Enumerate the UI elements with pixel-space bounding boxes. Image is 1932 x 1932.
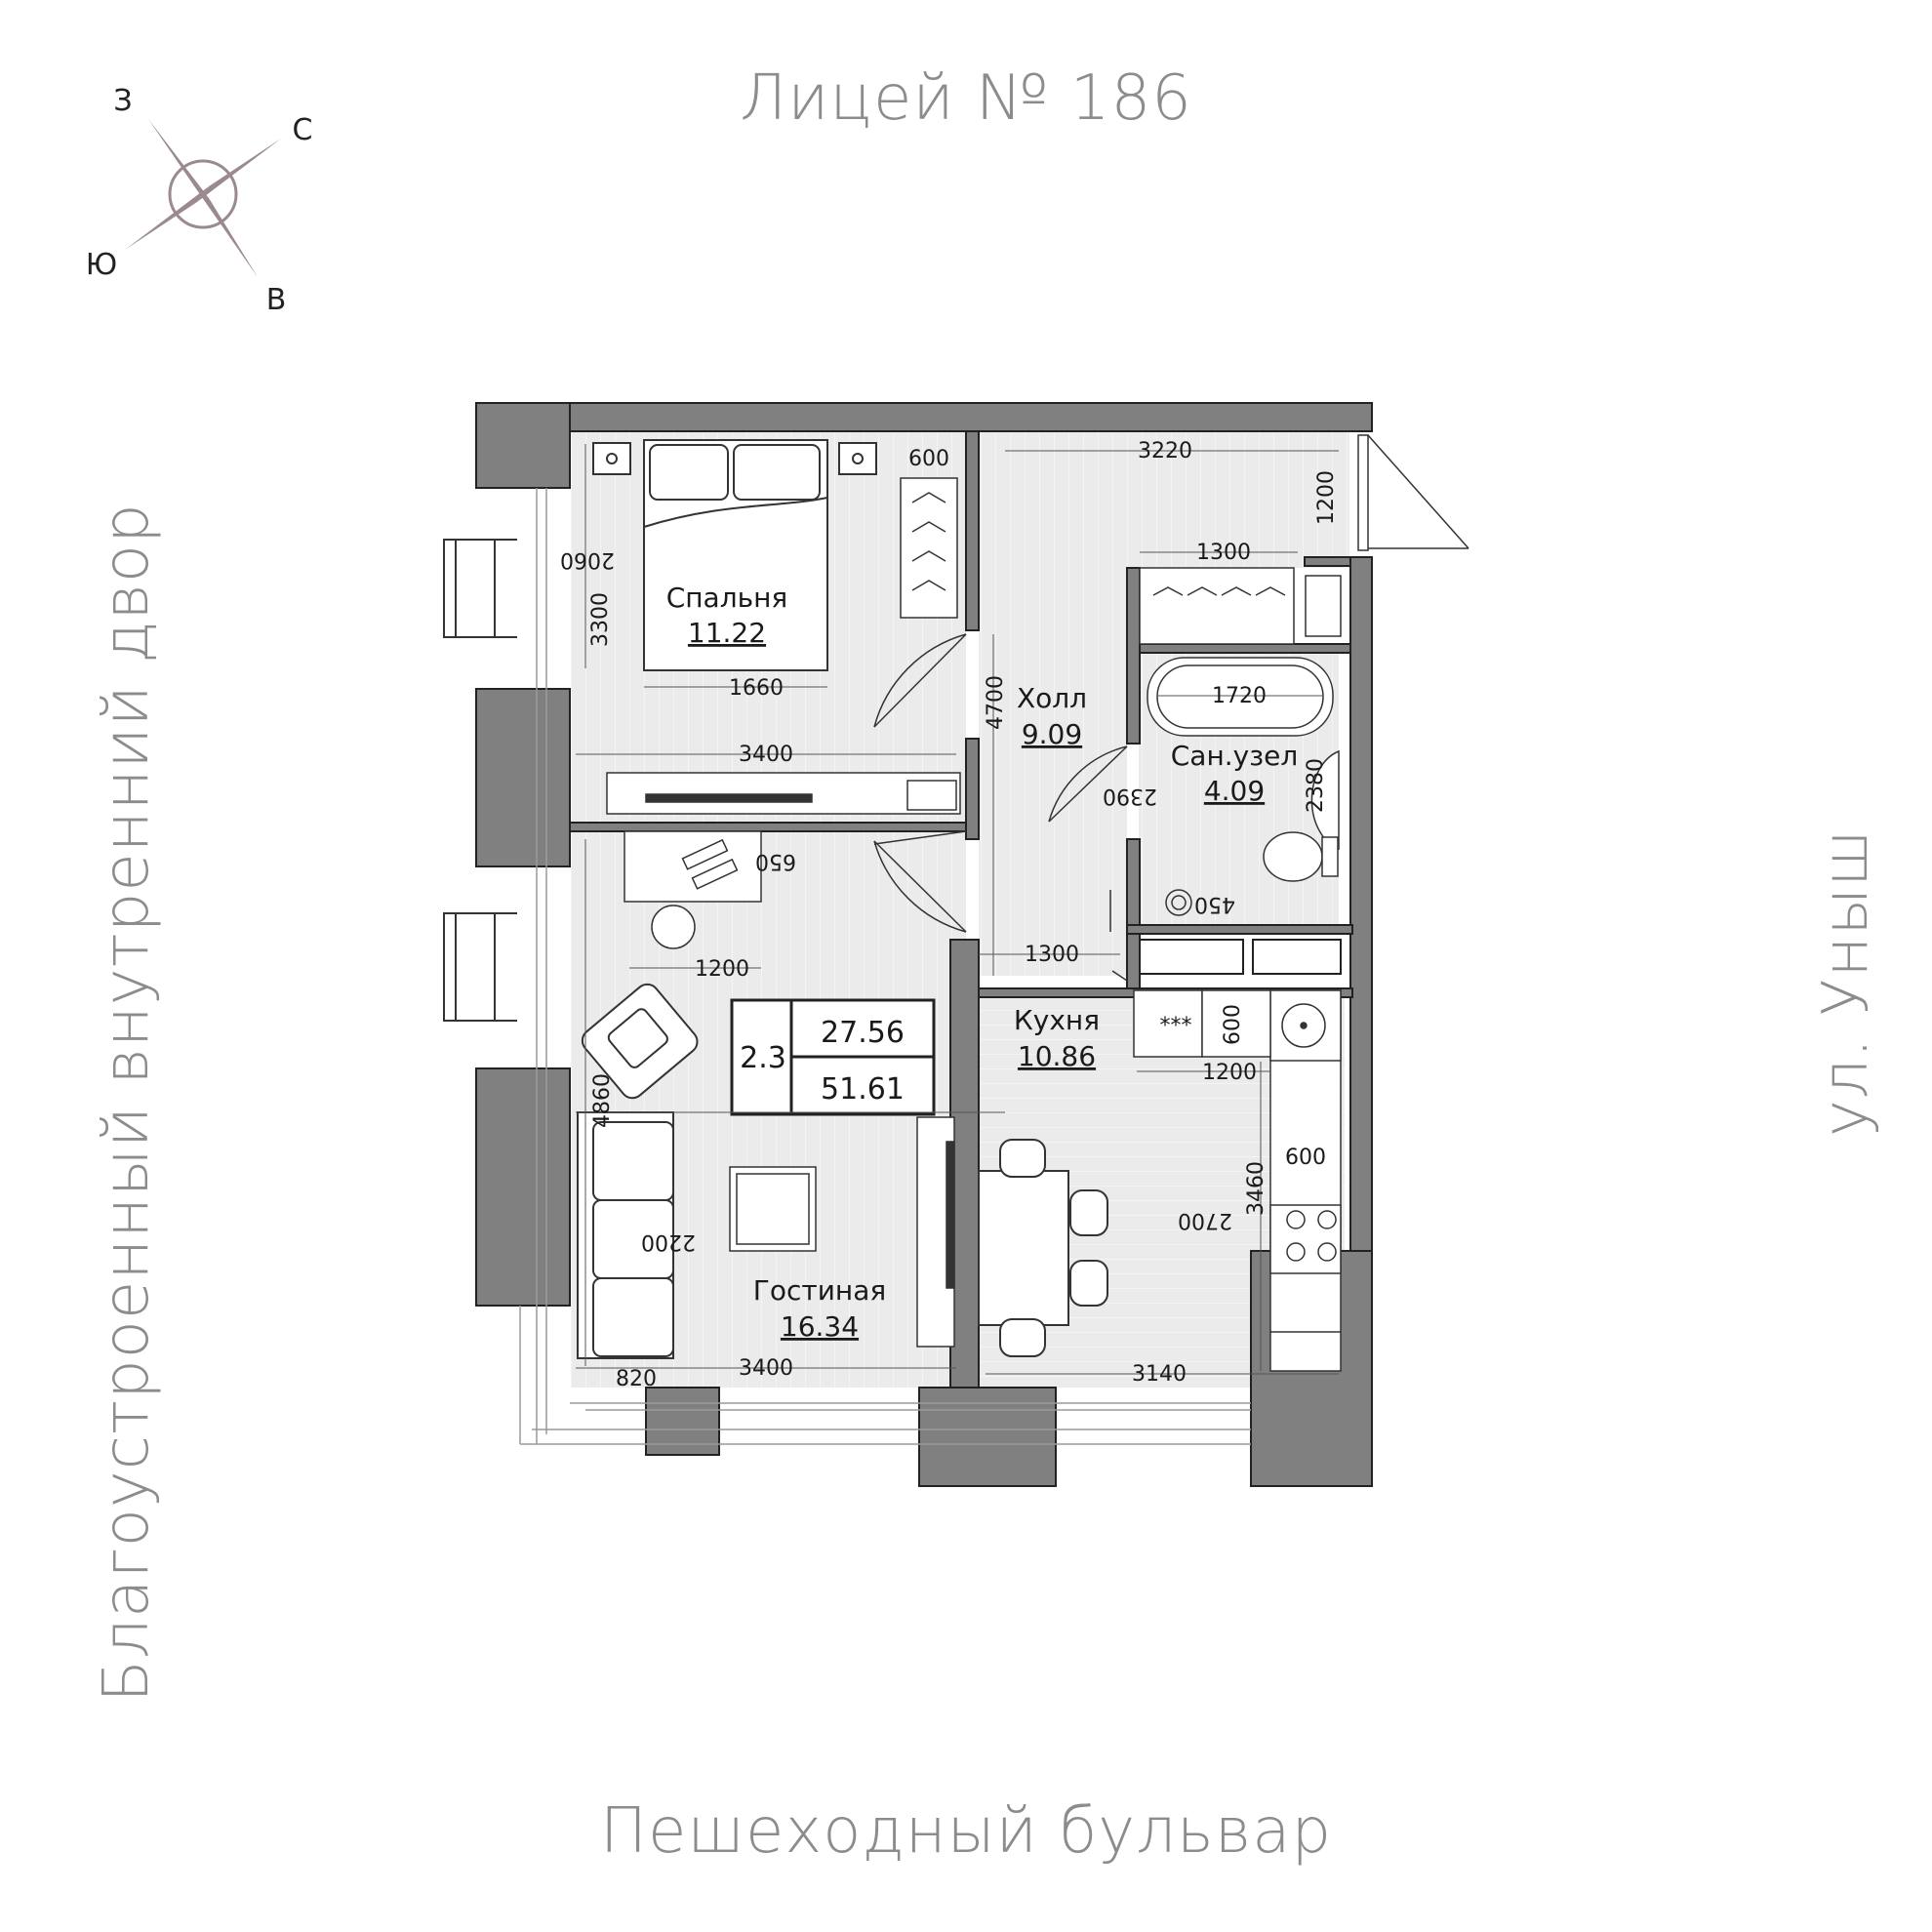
bed — [592, 439, 877, 671]
total-area-value: 51.61 — [821, 1072, 905, 1107]
hall-wardrobe — [1139, 567, 1342, 645]
dim-600-kitchen-top: 600 — [1221, 1004, 1245, 1045]
compass-icon: З С Ю В — [86, 84, 313, 317]
dim-1720: 1720 — [1212, 684, 1267, 708]
dining-table — [978, 1139, 1108, 1357]
dimension-lines — [576, 444, 1339, 1375]
dim-1200-living: 1200 — [695, 957, 749, 982]
dim-820: 820 — [616, 1367, 657, 1391]
armchair — [581, 983, 699, 1100]
dim-650: 650 — [755, 849, 796, 873]
kitchen-sink — [1281, 1003, 1326, 1048]
compass-west-label: З — [113, 84, 132, 118]
sofa — [577, 1111, 674, 1359]
balcony-door — [1357, 434, 1469, 551]
dim-4860: 4860 — [590, 1073, 615, 1128]
coffee-table — [729, 1166, 817, 1252]
dimension-labels: 600 3220 1300 1660 3400 1720 1300 1200 1… — [560, 439, 1339, 1391]
dim-2390: 2390 — [1103, 784, 1157, 808]
room-labels: Спальня 11.22 Холл 9.09 Сан.узел 4.09 Ку… — [666, 582, 1299, 1343]
dim-2380: 2380 — [1304, 758, 1328, 813]
dim-3300: 3300 — [588, 592, 613, 647]
bathtub — [1147, 657, 1334, 737]
desk — [624, 830, 762, 949]
balcony-frames — [519, 488, 1251, 1445]
dim-1300-hall: 1300 — [1025, 943, 1079, 967]
dim-3460: 3460 — [1244, 1161, 1268, 1216]
room-name-bathroom: Сан.узел — [1171, 740, 1299, 772]
compass-south-label: Ю — [86, 248, 117, 282]
dim-1660: 1660 — [729, 676, 784, 701]
stove-dots: *** — [1160, 1014, 1192, 1038]
room-name-hall: Холл — [1017, 682, 1087, 714]
floor-drain — [1165, 889, 1192, 916]
dim-3140: 3140 — [1132, 1362, 1187, 1387]
stove — [1286, 1210, 1337, 1262]
doors — [873, 633, 1128, 982]
street-label-bottom: Пешеходный бульвар — [599, 1795, 1333, 1868]
room-name-living: Гостиная — [753, 1274, 886, 1307]
dim-2200: 2200 — [641, 1229, 696, 1254]
dim-1200-kitchen: 1200 — [1202, 1061, 1257, 1085]
dim-600-wardrobe: 600 — [908, 447, 949, 471]
apartment-summary — [730, 998, 936, 1116]
street-label-top: Лицей № 186 — [740, 62, 1192, 135]
tv-console — [606, 772, 961, 815]
toilet — [1263, 831, 1339, 882]
dim-3400-living: 3400 — [739, 1356, 793, 1381]
tv-stand — [916, 1116, 955, 1348]
room-area-hall: 9.09 — [1022, 718, 1082, 750]
compass-north-label: С — [293, 113, 313, 147]
apartment-number: 2.3 — [740, 1041, 786, 1075]
room-area-living: 16.34 — [781, 1310, 859, 1343]
dim-3220: 3220 — [1138, 439, 1192, 463]
balcony-chair — [443, 539, 517, 1022]
room-name-kitchen: Кухня — [1014, 1004, 1100, 1036]
living-area-value: 27.56 — [821, 1016, 905, 1050]
dim-2060: 2060 — [560, 547, 615, 572]
dim-450: 450 — [1194, 892, 1235, 916]
dim-4700: 4700 — [984, 675, 1008, 730]
dim-1200-balcony: 1200 — [1314, 470, 1339, 525]
dim-3400-bedroom: 3400 — [739, 743, 793, 767]
dim-1300-top: 1300 — [1196, 541, 1251, 565]
room-area-kitchen: 10.86 — [1018, 1040, 1096, 1072]
compass-east-label: В — [266, 283, 287, 317]
hall-cabinets — [1139, 939, 1342, 975]
kitchen-counters — [1133, 989, 1342, 1372]
room-area-bathroom: 4.09 — [1204, 775, 1265, 807]
dim-600-kitchen: 600 — [1285, 1146, 1326, 1170]
room-name-bedroom: Спальня — [666, 582, 788, 614]
wardrobe — [900, 477, 958, 619]
dim-2700: 2700 — [1178, 1208, 1232, 1232]
room-area-bedroom: 11.22 — [688, 617, 766, 649]
